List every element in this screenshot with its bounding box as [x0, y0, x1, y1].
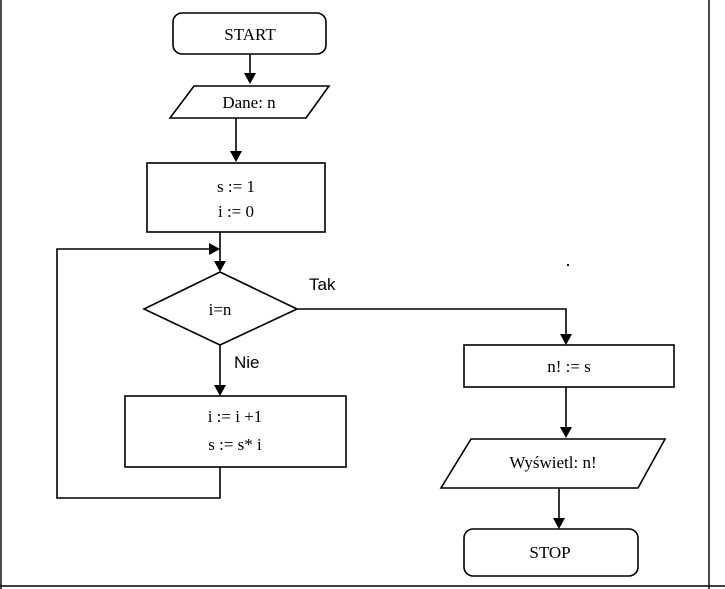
connector-init-to-decision	[214, 232, 226, 272]
init-process: s := 1 i := 0	[146, 162, 326, 233]
input-shape	[168, 85, 331, 119]
connector-decision-to-assign	[297, 308, 572, 345]
connector-decision-to-loop-body	[214, 345, 226, 396]
init-shape	[146, 162, 326, 233]
init-line2: i := 0	[218, 202, 254, 221]
connector-start-to-input	[244, 54, 256, 84]
output-shape	[439, 438, 667, 489]
arrowhead	[214, 261, 226, 272]
start-terminal: START	[172, 12, 327, 55]
stop-shape	[463, 528, 639, 577]
loop-body-process: i := i +1 s := s* i	[124, 395, 347, 468]
assign-shape	[463, 344, 675, 388]
input-node: Dane: n	[168, 85, 331, 119]
stray-dot	[567, 264, 569, 266]
branch-yes-label: Tak	[309, 275, 336, 294]
stop-label: STOP	[529, 543, 570, 562]
loop-body-line1: i := i +1	[208, 407, 263, 426]
output-node: Wyświetl: n!	[439, 438, 667, 489]
init-line1: s := 1	[217, 177, 255, 196]
arrowhead	[553, 518, 565, 529]
decision-node: i=n	[142, 271, 299, 346]
start-label: START	[224, 25, 276, 44]
arrowhead	[560, 334, 572, 345]
assign-process: n! := s	[463, 344, 675, 388]
arrowhead	[230, 151, 242, 162]
assign-label: n! := s	[547, 357, 591, 376]
connector-input-to-init	[230, 118, 242, 162]
connector-loop-back	[56, 243, 221, 499]
output-label: Wyświetl: n!	[509, 453, 596, 472]
connector-assign-to-output	[560, 387, 572, 438]
connector-output-to-stop	[553, 488, 565, 529]
branch-no-label: Nie	[234, 353, 260, 372]
loop-body-line2: s := s* i	[208, 435, 262, 454]
decision-label: i=n	[209, 300, 232, 319]
loop-body-shape	[124, 395, 347, 468]
arrowhead	[209, 243, 220, 255]
arrowhead	[560, 427, 572, 438]
stop-terminal: STOP	[463, 528, 639, 577]
arrowhead	[244, 73, 256, 84]
arrowhead	[214, 385, 226, 396]
input-label: Dane: n	[222, 93, 276, 112]
